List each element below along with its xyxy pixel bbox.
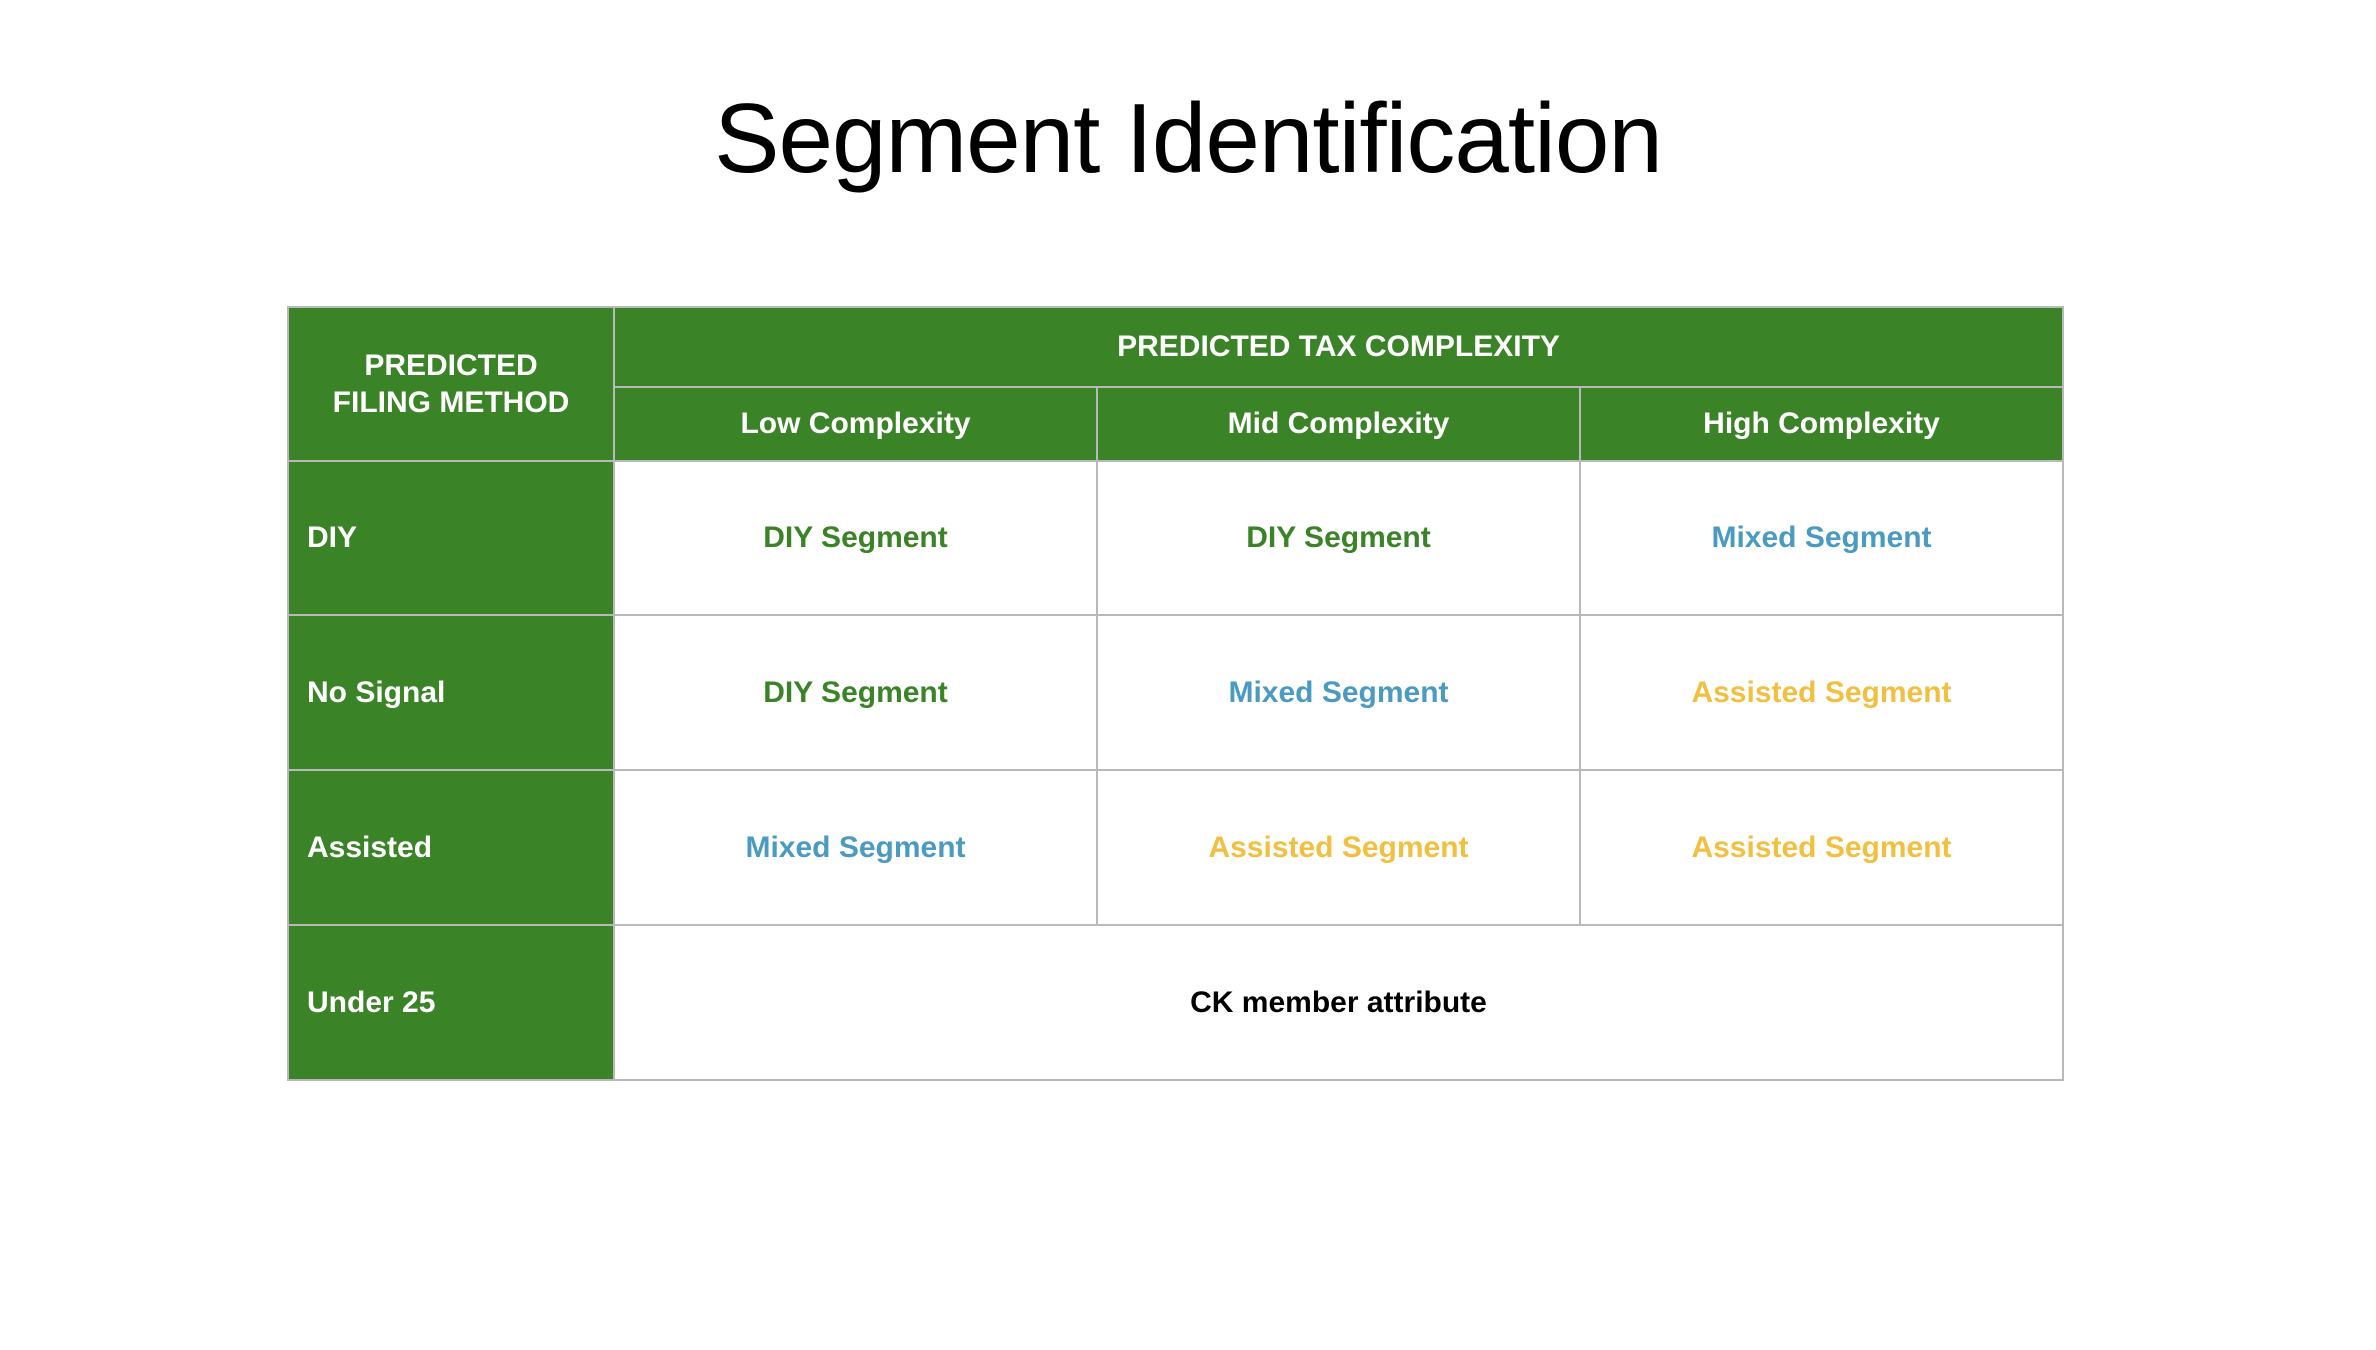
column-header-high: High Complexity xyxy=(1578,386,2065,462)
row-label-no-signal: No Signal xyxy=(287,614,615,771)
segment-cell: Mixed Segment xyxy=(613,769,1098,926)
row-label-diy: DIY xyxy=(287,460,615,616)
corner-header-line2: FILING METHOD xyxy=(332,386,570,419)
segment-cell: Mixed Segment xyxy=(1578,460,2065,616)
segment-cell: Assisted Segment xyxy=(1096,769,1581,926)
table-row: Under 25 CK member attribute xyxy=(287,924,2065,1081)
segment-cell: Mixed Segment xyxy=(1096,614,1581,771)
row-label-assisted: Assisted xyxy=(287,769,615,926)
segment-cell: Assisted Segment xyxy=(1578,614,2065,771)
corner-header: PREDICTED FILING METHOD xyxy=(287,306,615,462)
column-header-mid: Mid Complexity xyxy=(1096,386,1581,462)
ck-member-attribute-cell: CK member attribute xyxy=(612,924,2065,1081)
segment-cell: DIY Segment xyxy=(613,614,1098,771)
header-row-columns: Low Complexity Mid Complexity High Compl… xyxy=(288,386,2065,462)
corner-header-line1: PREDICTED xyxy=(364,349,538,382)
segment-table: PREDICTED FILING METHOD PREDICTED TAX CO… xyxy=(287,306,2065,1081)
table-row: Assisted Mixed Segment Assisted Segment … xyxy=(287,769,2065,926)
segment-cell: DIY Segment xyxy=(1096,460,1581,616)
column-header-low: Low Complexity xyxy=(613,386,1098,462)
header-row-group: PREDICTED FILING METHOD PREDICTED TAX CO… xyxy=(287,306,2065,462)
page-title: Segment Identification xyxy=(714,83,1663,193)
table-row: DIY DIY Segment DIY Segment Mixed Segmen… xyxy=(287,460,2065,616)
complexity-group-header: PREDICTED TAX COMPLEXITY xyxy=(612,306,2065,388)
segment-cell: Assisted Segment xyxy=(1578,769,2065,926)
table-row: No Signal DIY Segment Mixed Segment Assi… xyxy=(287,614,2065,771)
segment-cell: DIY Segment xyxy=(613,460,1098,616)
row-label-under-25: Under 25 xyxy=(287,924,615,1081)
